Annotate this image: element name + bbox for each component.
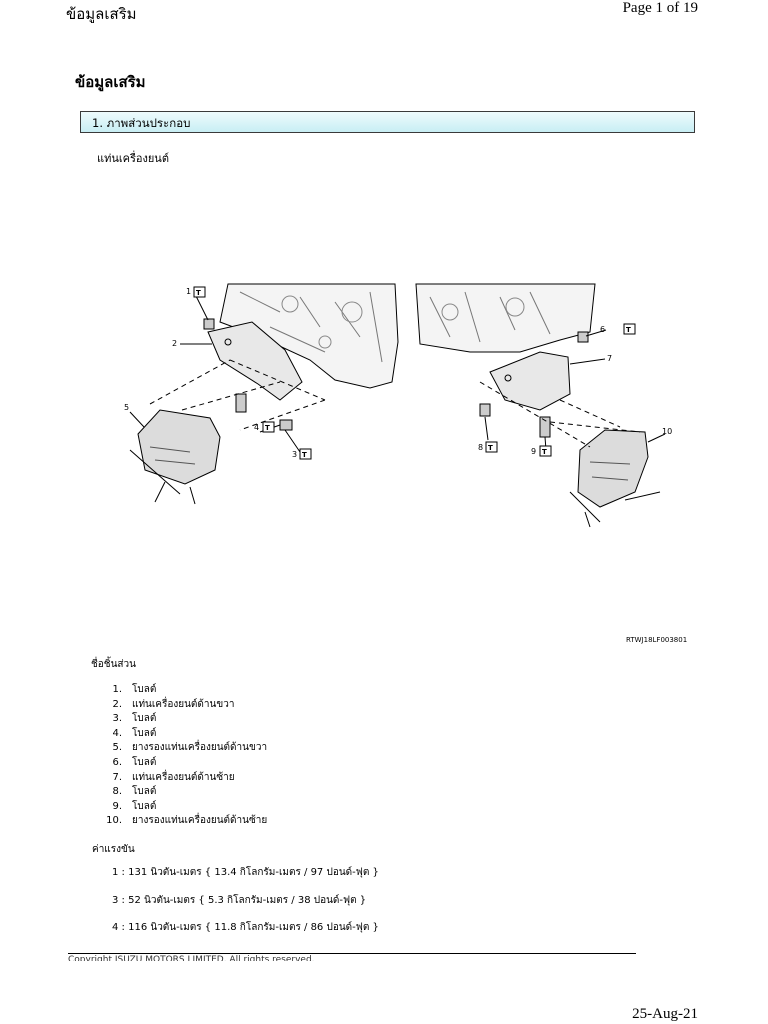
print-date: 25-Aug-21 bbox=[632, 1006, 698, 1022]
part-number: 10. bbox=[106, 815, 122, 827]
figure-subtitle: แท่นเครื่องยนต์ bbox=[97, 152, 169, 165]
callout-4: 4 bbox=[254, 423, 259, 432]
callout-1: 1 bbox=[186, 287, 191, 296]
torque-symbol-icons: T T T T T T bbox=[193, 286, 636, 460]
part-number: 4. bbox=[112, 727, 122, 739]
part-name: โบลต์ bbox=[132, 727, 157, 739]
part-name: แท่นเครื่องยนต์ด้านขวา bbox=[132, 698, 235, 710]
svg-text:T: T bbox=[626, 326, 631, 334]
part-number: 9. bbox=[112, 800, 122, 812]
part-name: โบลต์ bbox=[132, 713, 157, 725]
callout-9: 9 bbox=[531, 447, 536, 456]
svg-text:T: T bbox=[488, 444, 493, 452]
list-item: 4. โบลต์ bbox=[92, 727, 267, 742]
torque-spec: 4 : 116 นิวตัน-เมตร { 11.8 กิโลกรัม-เมตร… bbox=[112, 922, 379, 933]
part-name: ยางรองแท่นเครื่องยนต์ด้านขวา bbox=[132, 742, 268, 754]
part-number: 8. bbox=[112, 786, 122, 798]
callout-10: 10 bbox=[662, 427, 672, 436]
part-number: 1. bbox=[112, 684, 122, 695]
list-item: 10. ยางรองแท่นเครื่องยนต์ด้านซ้าย bbox=[92, 814, 267, 829]
callout-6: 6 bbox=[600, 325, 605, 334]
part-name: ยางรองแท่นเครื่องยนต์ด้านซ้าย bbox=[132, 815, 268, 827]
copyright-text: Copyright ISUZU MOTORS LIMITED. All righ… bbox=[68, 955, 315, 961]
svg-text:T: T bbox=[196, 289, 201, 297]
list-item: 9. โบลต์ bbox=[92, 800, 267, 815]
part-name: โบลต์ bbox=[132, 684, 157, 695]
svg-text:T: T bbox=[302, 451, 307, 459]
parts-list: 1. โบลต์ 2. แท่นเครื่องยนต์ด้านขวา 3. โบลต์… bbox=[92, 683, 267, 829]
parts-heading: ชื่อชิ้นส่วน bbox=[91, 659, 136, 670]
part-name: แท่นเครื่องยนต์ด้านซ้าย bbox=[132, 771, 235, 783]
part-number: 2. bbox=[112, 698, 122, 710]
list-item: 1. โบลต์ bbox=[92, 683, 267, 698]
callout-8: 8 bbox=[478, 443, 483, 452]
section-heading-text: 1. ภาพส่วนประกอบ bbox=[92, 116, 191, 130]
document-title: ข้อมูลเสริม bbox=[75, 73, 146, 91]
part-number: 3. bbox=[112, 713, 122, 725]
list-item: 8. โบลต์ bbox=[92, 785, 267, 800]
list-item: 2. แท่นเครื่องยนต์ด้านขวา bbox=[92, 698, 267, 713]
header-title: ข้อมูลเสริม bbox=[66, 7, 137, 23]
part-number: 7. bbox=[112, 771, 122, 783]
callout-7: 7 bbox=[607, 354, 612, 363]
list-item: 7. แท่นเครื่องยนต์ด้านซ้าย bbox=[92, 771, 267, 786]
part-name: โบลต์ bbox=[132, 800, 157, 812]
callout-5: 5 bbox=[124, 403, 129, 412]
callout-3: 3 bbox=[292, 450, 297, 459]
part-number: 5. bbox=[112, 742, 122, 754]
torque-heading: ค่าแรงขัน bbox=[92, 844, 135, 855]
section-heading-bar: 1. ภาพส่วนประกอบ bbox=[80, 111, 695, 133]
list-item: 6. โบลต์ bbox=[92, 756, 267, 771]
list-item: 5. ยางรองแท่นเครื่องยนต์ด้านขวา bbox=[92, 741, 267, 756]
page-number: Page 1 of 19 bbox=[622, 0, 698, 16]
footer-divider bbox=[68, 953, 636, 954]
engine-mount-diagram: 1 2 3 4 5 6 7 8 9 10 T T T T T T bbox=[124, 283, 672, 528]
callout-2: 2 bbox=[172, 339, 177, 348]
part-name: โบลต์ bbox=[132, 756, 157, 768]
torque-spec: 1 : 131 นิวตัน-เมตร { 13.4 กิโลกรัม-เมตร… bbox=[112, 867, 379, 878]
svg-text:T: T bbox=[542, 448, 547, 456]
figure-code: RTWJ18LF003801 bbox=[626, 636, 688, 644]
list-item: 3. โบลต์ bbox=[92, 712, 267, 727]
torque-spec: 3 : 52 นิวตัน-เมตร { 5.3 กิโลกรัม-เมตร /… bbox=[112, 895, 367, 906]
part-number: 6. bbox=[112, 756, 122, 768]
svg-text:T: T bbox=[265, 424, 270, 432]
part-name: โบลต์ bbox=[132, 786, 157, 798]
